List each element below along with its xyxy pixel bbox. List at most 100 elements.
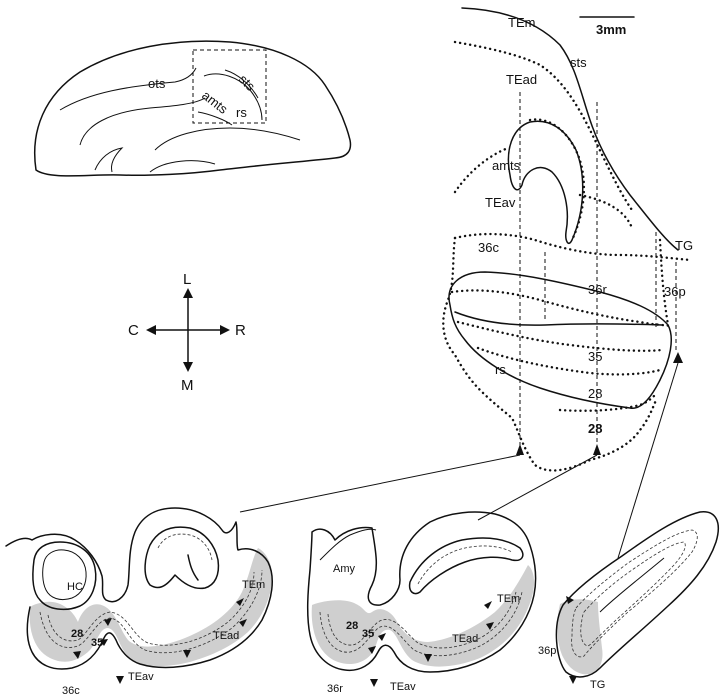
section2-sts-fold bbox=[408, 537, 524, 595]
section2-amygdala bbox=[319, 528, 377, 561]
section1-36c-label: 36c bbox=[62, 685, 80, 697]
orientation-compass: L M C R bbox=[128, 271, 246, 394]
section1-marker-3-icon bbox=[183, 650, 191, 658]
brain-sulcus-5 bbox=[197, 111, 233, 126]
brain-sulcus-1 bbox=[59, 67, 197, 111]
compass-medial-label: M bbox=[181, 377, 194, 394]
rs-sulcus bbox=[448, 271, 672, 409]
section3-marker-1-icon bbox=[566, 596, 574, 604]
map-28b-label: 28 bbox=[588, 421, 602, 436]
area36-outer-limit bbox=[442, 236, 658, 472]
brain-sulcus-2 bbox=[79, 97, 206, 146]
amts-sulcus bbox=[507, 120, 584, 244]
section2-marker-4-icon bbox=[370, 679, 378, 687]
arrow-up-icon bbox=[183, 288, 193, 298]
section2-amy-label: Amy bbox=[333, 563, 356, 575]
arrow-left-icon bbox=[146, 325, 156, 335]
section3-shaded-cortex bbox=[557, 599, 603, 675]
map-28-label: 28 bbox=[588, 386, 602, 401]
section-36c: HC TEm TEad TEav 28 35 36c bbox=[5, 507, 274, 697]
unfolded-cortical-map: TEm TEad sts amts TEav 36c TG 36r 36p 35… bbox=[442, 7, 693, 472]
section3-marker-2-icon bbox=[569, 676, 577, 684]
section1-teav-label: TEav bbox=[128, 671, 154, 683]
brain-outline bbox=[34, 40, 352, 177]
map-rs-label: rs bbox=[495, 362, 506, 377]
section3-tg-label: TG bbox=[590, 679, 605, 691]
brain-lateral-view: ots amts sts rs bbox=[34, 40, 352, 177]
section2-inner-layer-2 bbox=[327, 591, 517, 649]
area35-upper-boundary bbox=[450, 289, 674, 328]
section1-sts-fold bbox=[144, 526, 220, 590]
tem-tead-boundary bbox=[453, 40, 634, 212]
brain-sulcus-7 bbox=[94, 147, 124, 173]
connector-line-2 bbox=[477, 454, 598, 521]
map-teav-label: TEav bbox=[485, 195, 516, 210]
section-arrow-2-icon bbox=[593, 444, 601, 455]
sts-fundus-line bbox=[461, 7, 679, 251]
section2-outer-contour bbox=[306, 511, 537, 673]
section2-shaded-cortex bbox=[311, 565, 534, 667]
section2-teav-label: TEav bbox=[390, 681, 416, 693]
map-36c-label: 36c bbox=[478, 240, 499, 255]
section1-hippocampus-inner bbox=[42, 549, 87, 601]
section3-outer-contour bbox=[555, 511, 720, 678]
section1-sts-inner bbox=[157, 533, 213, 561]
section1-inner-layer bbox=[39, 569, 263, 654]
map-tead-label: TEad bbox=[506, 72, 537, 87]
sts-label: sts bbox=[236, 72, 259, 95]
map-36r-label: 36r bbox=[588, 282, 607, 297]
section2-28-label: 28 bbox=[346, 620, 358, 632]
map-tem-label: TEm bbox=[508, 15, 535, 30]
amts-label: amts bbox=[199, 88, 231, 117]
section1-marker-1-icon bbox=[236, 598, 244, 606]
section2-sts-inner bbox=[417, 545, 513, 585]
brain-sulcus-6 bbox=[154, 127, 301, 151]
connector-line-1 bbox=[239, 454, 521, 513]
section2-marker-1-icon bbox=[484, 601, 492, 609]
map-36p-label: 36p bbox=[664, 284, 686, 299]
section1-hippocampus bbox=[32, 541, 97, 611]
map-amts-label: amts bbox=[492, 158, 521, 173]
brain-sulcus-3 bbox=[203, 73, 263, 121]
map-sts-label: sts bbox=[570, 55, 587, 70]
section2-marker-2-icon bbox=[486, 622, 494, 630]
section2-marker-3-icon bbox=[424, 654, 432, 662]
section1-marker-5-icon bbox=[73, 651, 81, 659]
section-arrow-1-icon bbox=[516, 444, 524, 455]
te-36-boundary bbox=[453, 232, 692, 262]
section-36p: 36p TG bbox=[538, 511, 720, 691]
section2-marker-5-icon bbox=[378, 633, 386, 641]
section1-marker-2-icon bbox=[239, 619, 247, 627]
section2-35-label: 35 bbox=[362, 628, 374, 640]
arrow-down-icon bbox=[183, 362, 193, 372]
rs-label: rs bbox=[236, 105, 247, 120]
compass-rostral-label: R bbox=[235, 322, 246, 339]
map-35-label: 35 bbox=[588, 349, 602, 364]
arrow-right-icon bbox=[220, 325, 230, 335]
section2-marker-6-icon bbox=[368, 646, 376, 654]
brain-sulcus-4 bbox=[224, 69, 259, 99]
section2-inner-layer bbox=[319, 591, 523, 657]
section1-tem-label: TEm bbox=[242, 579, 265, 591]
tg-36p-boundary bbox=[658, 238, 670, 327]
section-36r: Amy TEm TEad TEav 28 35 36r bbox=[306, 511, 537, 695]
rs-inner-edge bbox=[454, 311, 663, 326]
brain-sulcus-8 bbox=[149, 160, 216, 173]
section1-inner-layer-2 bbox=[47, 571, 255, 646]
area28-lower-boundary bbox=[558, 392, 658, 412]
compass-lateral-label: L bbox=[183, 271, 191, 288]
scale-bar: 3mm bbox=[579, 16, 635, 37]
connector-line-3 bbox=[617, 362, 679, 559]
ots-label: ots bbox=[148, 76, 166, 91]
section3-inner-layer-2 bbox=[580, 541, 686, 647]
section3-36p-label: 36p bbox=[538, 645, 556, 657]
map-tg-label: TG bbox=[675, 238, 693, 253]
section1-marker-7-icon bbox=[104, 618, 112, 626]
teav-lower-boundary bbox=[578, 193, 634, 230]
area35-lower-boundary bbox=[456, 320, 664, 352]
section3-inner-layer bbox=[571, 529, 698, 658]
compass-caudal-label: C bbox=[128, 322, 139, 339]
section-arrow-3-icon bbox=[673, 352, 683, 363]
section1-hc-label: HC bbox=[67, 581, 83, 593]
